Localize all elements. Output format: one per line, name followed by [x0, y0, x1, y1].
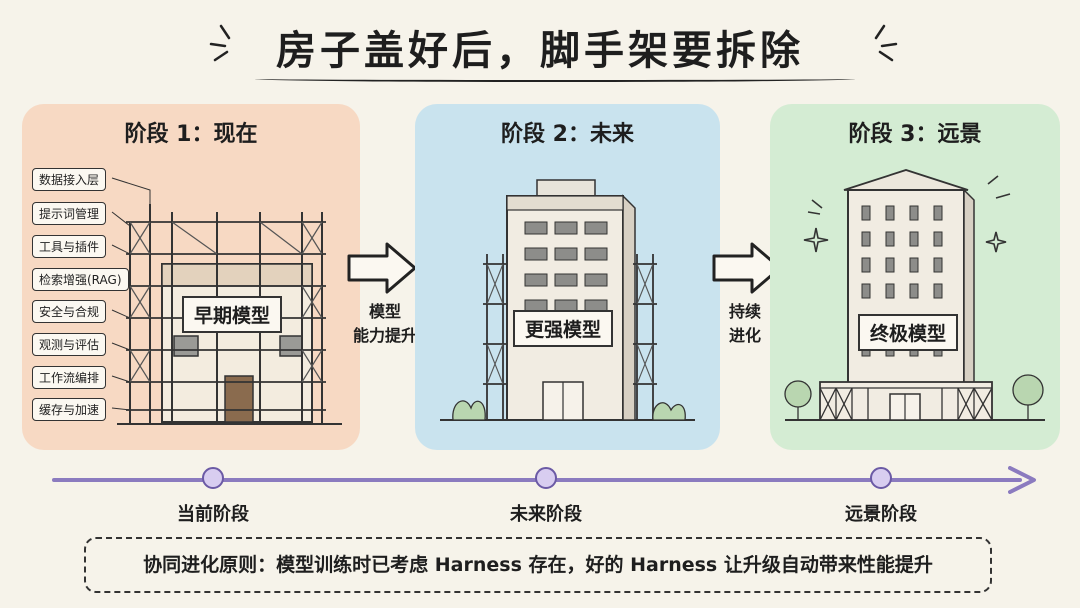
title-underline [255, 76, 855, 82]
arrow-right-icon [712, 242, 782, 294]
transition-2-line2: 进化 [728, 326, 761, 345]
stage-3-panel: 阶段 3：远景 [770, 104, 1060, 450]
stage-2-title: 阶段 2：未来 [501, 122, 634, 147]
stage-2-model-label: 更强模型 [513, 310, 614, 347]
layer-tag-rag: 检索增强(RAG) [32, 268, 129, 291]
layer-tag-safety-compliance: 安全与合规 [32, 300, 107, 323]
timeline-dot-current [202, 467, 224, 489]
scaffolded-house-illustration [111, 177, 342, 425]
layer-tag-data-ingestion: 数据接入层 [32, 168, 107, 191]
sparkle-right-icon [874, 24, 898, 62]
layer-tag-tools-plugins: 工具与插件 [32, 235, 107, 258]
transition-1-line2: 能力提升 [352, 326, 417, 345]
transition-2-line1: 持续 [728, 302, 761, 321]
tall-building-partial-scaffold-illustration [440, 179, 695, 421]
timeline-dot-future [535, 467, 557, 489]
stage-3-model-label: 终极模型 [858, 314, 959, 351]
stage-2-panel: 阶段 2：未来 [415, 104, 720, 450]
transition-1-line1: 模型 [368, 302, 401, 321]
timeline-dot-vision [870, 467, 892, 489]
layer-tag-prompt-management: 提示词管理 [32, 202, 107, 225]
layer-tag-cache-acceleration: 缓存与加速 [32, 398, 107, 421]
arrow-head-icon [1008, 466, 1036, 494]
timeline-label-future: 未来阶段 [510, 504, 582, 525]
stage-3-title: 阶段 3：远景 [848, 122, 982, 147]
finished-tower-illustration [784, 169, 1045, 421]
sparkle-left-icon [209, 24, 231, 62]
timeline-label-current: 当前阶段 [177, 504, 249, 525]
layer-tag-observability-eval: 观测与评估 [32, 333, 107, 356]
layer-tag-workflow-orchestration: 工作流编排 [32, 366, 107, 389]
stage-1-panel: 阶段 1：现在 [22, 104, 360, 450]
principle-box: 协同进化原则：模型训练时已考虑 Harness 存在，好的 Harness 让升… [84, 537, 992, 593]
stage-1-model-label: 早期模型 [182, 296, 283, 333]
stage-1-title: 阶段 1：现在 [124, 122, 258, 147]
transition-2-label: 持续 进化 [705, 300, 785, 348]
timeline-label-vision: 远景阶段 [845, 504, 917, 525]
page-title: 房子盖好后，脚手架要拆除 [276, 28, 804, 74]
transition-1-label: 模型 能力提升 [345, 300, 425, 348]
arrow-right-icon [347, 242, 417, 294]
